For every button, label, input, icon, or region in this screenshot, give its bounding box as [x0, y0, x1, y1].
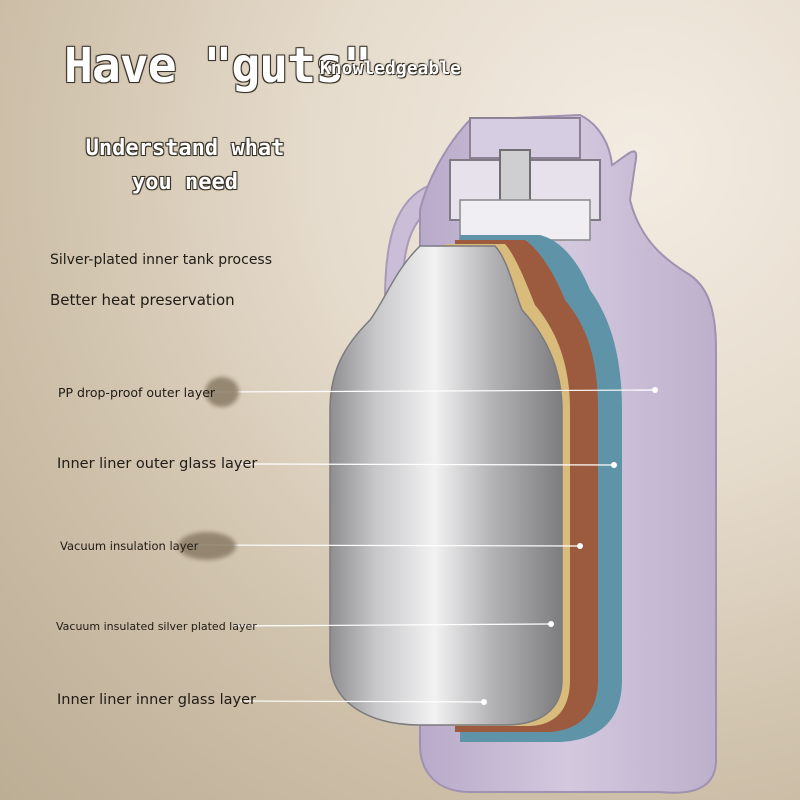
layer-label-silver-plated: Vacuum insulated silver plated layer: [56, 620, 257, 633]
layer-label-vacuum: Vacuum insulation layer: [60, 539, 199, 553]
tagline: Understand what you need: [85, 136, 285, 195]
headline: Have "guts": [64, 38, 372, 94]
cap-seal: [459, 199, 591, 241]
inner-tank: [329, 245, 563, 726]
feature-silver-plated: Silver-plated inner tank process: [50, 252, 273, 268]
feature-heat-preservation: Better heat preservation: [50, 291, 235, 309]
smudge-mark: [205, 377, 239, 407]
layer-label-pp-outer: PP drop-proof outer layer: [58, 385, 216, 400]
layer-label-glass-outer: Inner liner outer glass layer: [57, 456, 258, 472]
smudge-mark: [178, 532, 236, 560]
subhead: Knowledgeable: [320, 58, 461, 79]
layer-label-glass-inner: Inner liner inner glass layer: [57, 692, 256, 708]
